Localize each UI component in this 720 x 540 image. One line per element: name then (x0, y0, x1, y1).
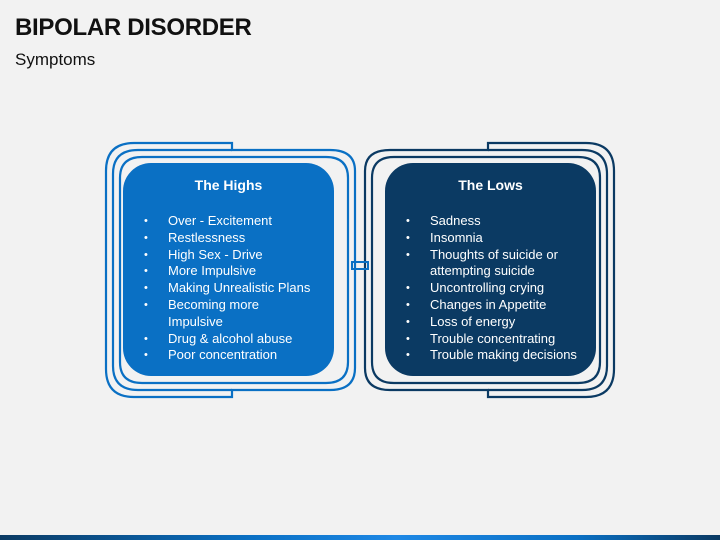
bullet-icon: • (144, 231, 148, 244)
bullet-icon: • (406, 332, 410, 345)
bullet-icon: • (406, 231, 410, 244)
bullet-icon: • (144, 298, 148, 311)
list-item: •Trouble making decisions (406, 347, 577, 363)
list-item: •Thoughts of suicide or attempting suici… (406, 246, 558, 279)
bullet-icon: • (144, 215, 148, 227)
list-item: •Over - Excitement (144, 213, 273, 228)
list-item: •Insomnia (406, 229, 483, 245)
lows-list: •Sadness •Insomnia •Thoughts of suicide … (385, 213, 596, 364)
slide-title: BIPOLAR DISORDER (15, 14, 252, 41)
right-mid-frame (488, 148, 609, 392)
left-inner-frame (118, 155, 350, 385)
bullet-icon: • (144, 349, 148, 362)
list-item: •Changes in Appetite (406, 296, 547, 312)
bullet-icon: • (144, 282, 148, 295)
list-item: •Sadness (406, 213, 481, 228)
bullet-icon: • (144, 265, 148, 278)
bullet-icon: • (406, 282, 410, 295)
list-item: •High Sex - Drive (144, 246, 263, 262)
list-item: •Drug & alcohol abuse (144, 330, 293, 346)
list-item: •Uncontrolling crying (406, 280, 545, 296)
lows-panel: The Lows •Sadness •Insomnia •Thoughts of… (385, 163, 596, 376)
list-item: •More Impulsive (144, 263, 257, 279)
bullet-icon: • (144, 248, 148, 261)
center-connector (351, 261, 369, 270)
list-item: •Becoming more Impulsive (144, 296, 260, 329)
right-inner-frame (370, 155, 602, 385)
list-item: •Loss of energy (406, 313, 516, 329)
bullet-icon: • (406, 248, 410, 261)
bullet-icon: • (406, 315, 410, 328)
slide-subtitle: Symptoms (15, 50, 96, 69)
list-item: •Trouble concentrating (406, 330, 556, 346)
bullet-icon: • (406, 215, 410, 227)
bullet-icon: • (406, 298, 410, 311)
bullet-icon: • (406, 349, 410, 362)
left-mid-frame (111, 148, 232, 392)
bullet-icon: • (144, 332, 148, 345)
bottom-accent-bar (0, 535, 720, 540)
list-item: •Making Unrealistic Plans (144, 280, 311, 296)
highs-heading: The Highs (194, 177, 263, 193)
highs-panel: The Highs •Over - Excitement •Restlessne… (123, 163, 334, 376)
list-item: •Restlessness (144, 229, 246, 245)
highs-list: •Over - Excitement •Restlessness •High S… (123, 213, 334, 364)
lows-heading: The Lows (458, 177, 523, 193)
list-item: •Poor concentration (144, 347, 278, 363)
